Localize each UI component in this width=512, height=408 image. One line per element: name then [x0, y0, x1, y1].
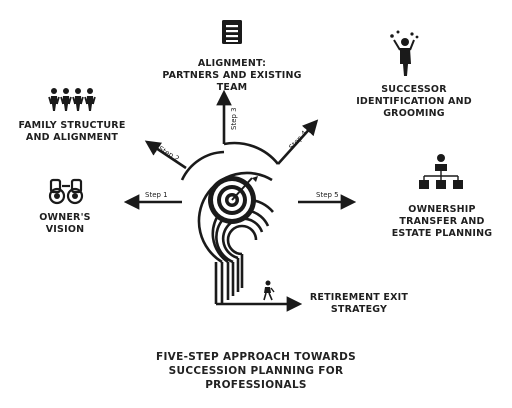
label-family-structure: FAMILY STRUCTURE AND ALIGNMENT — [18, 120, 126, 143]
step-3-label: Step 3 — [230, 107, 238, 130]
walking-person-icon — [263, 280, 275, 301]
spiral-arc — [221, 217, 264, 260]
step-2-label: Step 2 — [157, 145, 181, 163]
step-arrows — [123, 89, 357, 210]
step-4-label: Step 4 — [288, 129, 309, 152]
step-2-arrow — [144, 140, 187, 170]
binoculars-icon — [48, 178, 84, 205]
label-successor: SUCCESSOR IDENTIFICATION AND GROOMING — [356, 84, 472, 119]
spiral-arc — [180, 150, 225, 181]
person-juggling-icon — [390, 30, 419, 76]
step-1-label: Step 1 — [145, 191, 168, 199]
label-retirement: RETIREMENT EXIT STRATEGY — [309, 292, 409, 315]
diagram-caption: FIVE-STEP APPROACH TOWARDS SUCCESSION PL… — [156, 351, 356, 391]
org-chart-icon — [419, 154, 463, 189]
spiral-arc — [197, 171, 273, 264]
spiral-arc — [223, 141, 280, 165]
label-owners-vision: OWNER'S VISION — [39, 212, 91, 235]
step-4-arrow — [277, 119, 319, 165]
spiral-arc — [226, 224, 258, 256]
target-with-dart-icon — [208, 176, 258, 224]
stem-lines — [214, 254, 303, 312]
people-group-icon — [48, 88, 96, 111]
step-5-label: Step 5 — [316, 191, 339, 199]
label-alignment: ALIGNMENT: PARTNERS AND EXISTING TEAM — [162, 58, 302, 93]
document-list-icon — [222, 20, 242, 44]
label-ownership: OWNERSHIP TRANSFER AND ESTATE PLANNING — [391, 204, 493, 239]
